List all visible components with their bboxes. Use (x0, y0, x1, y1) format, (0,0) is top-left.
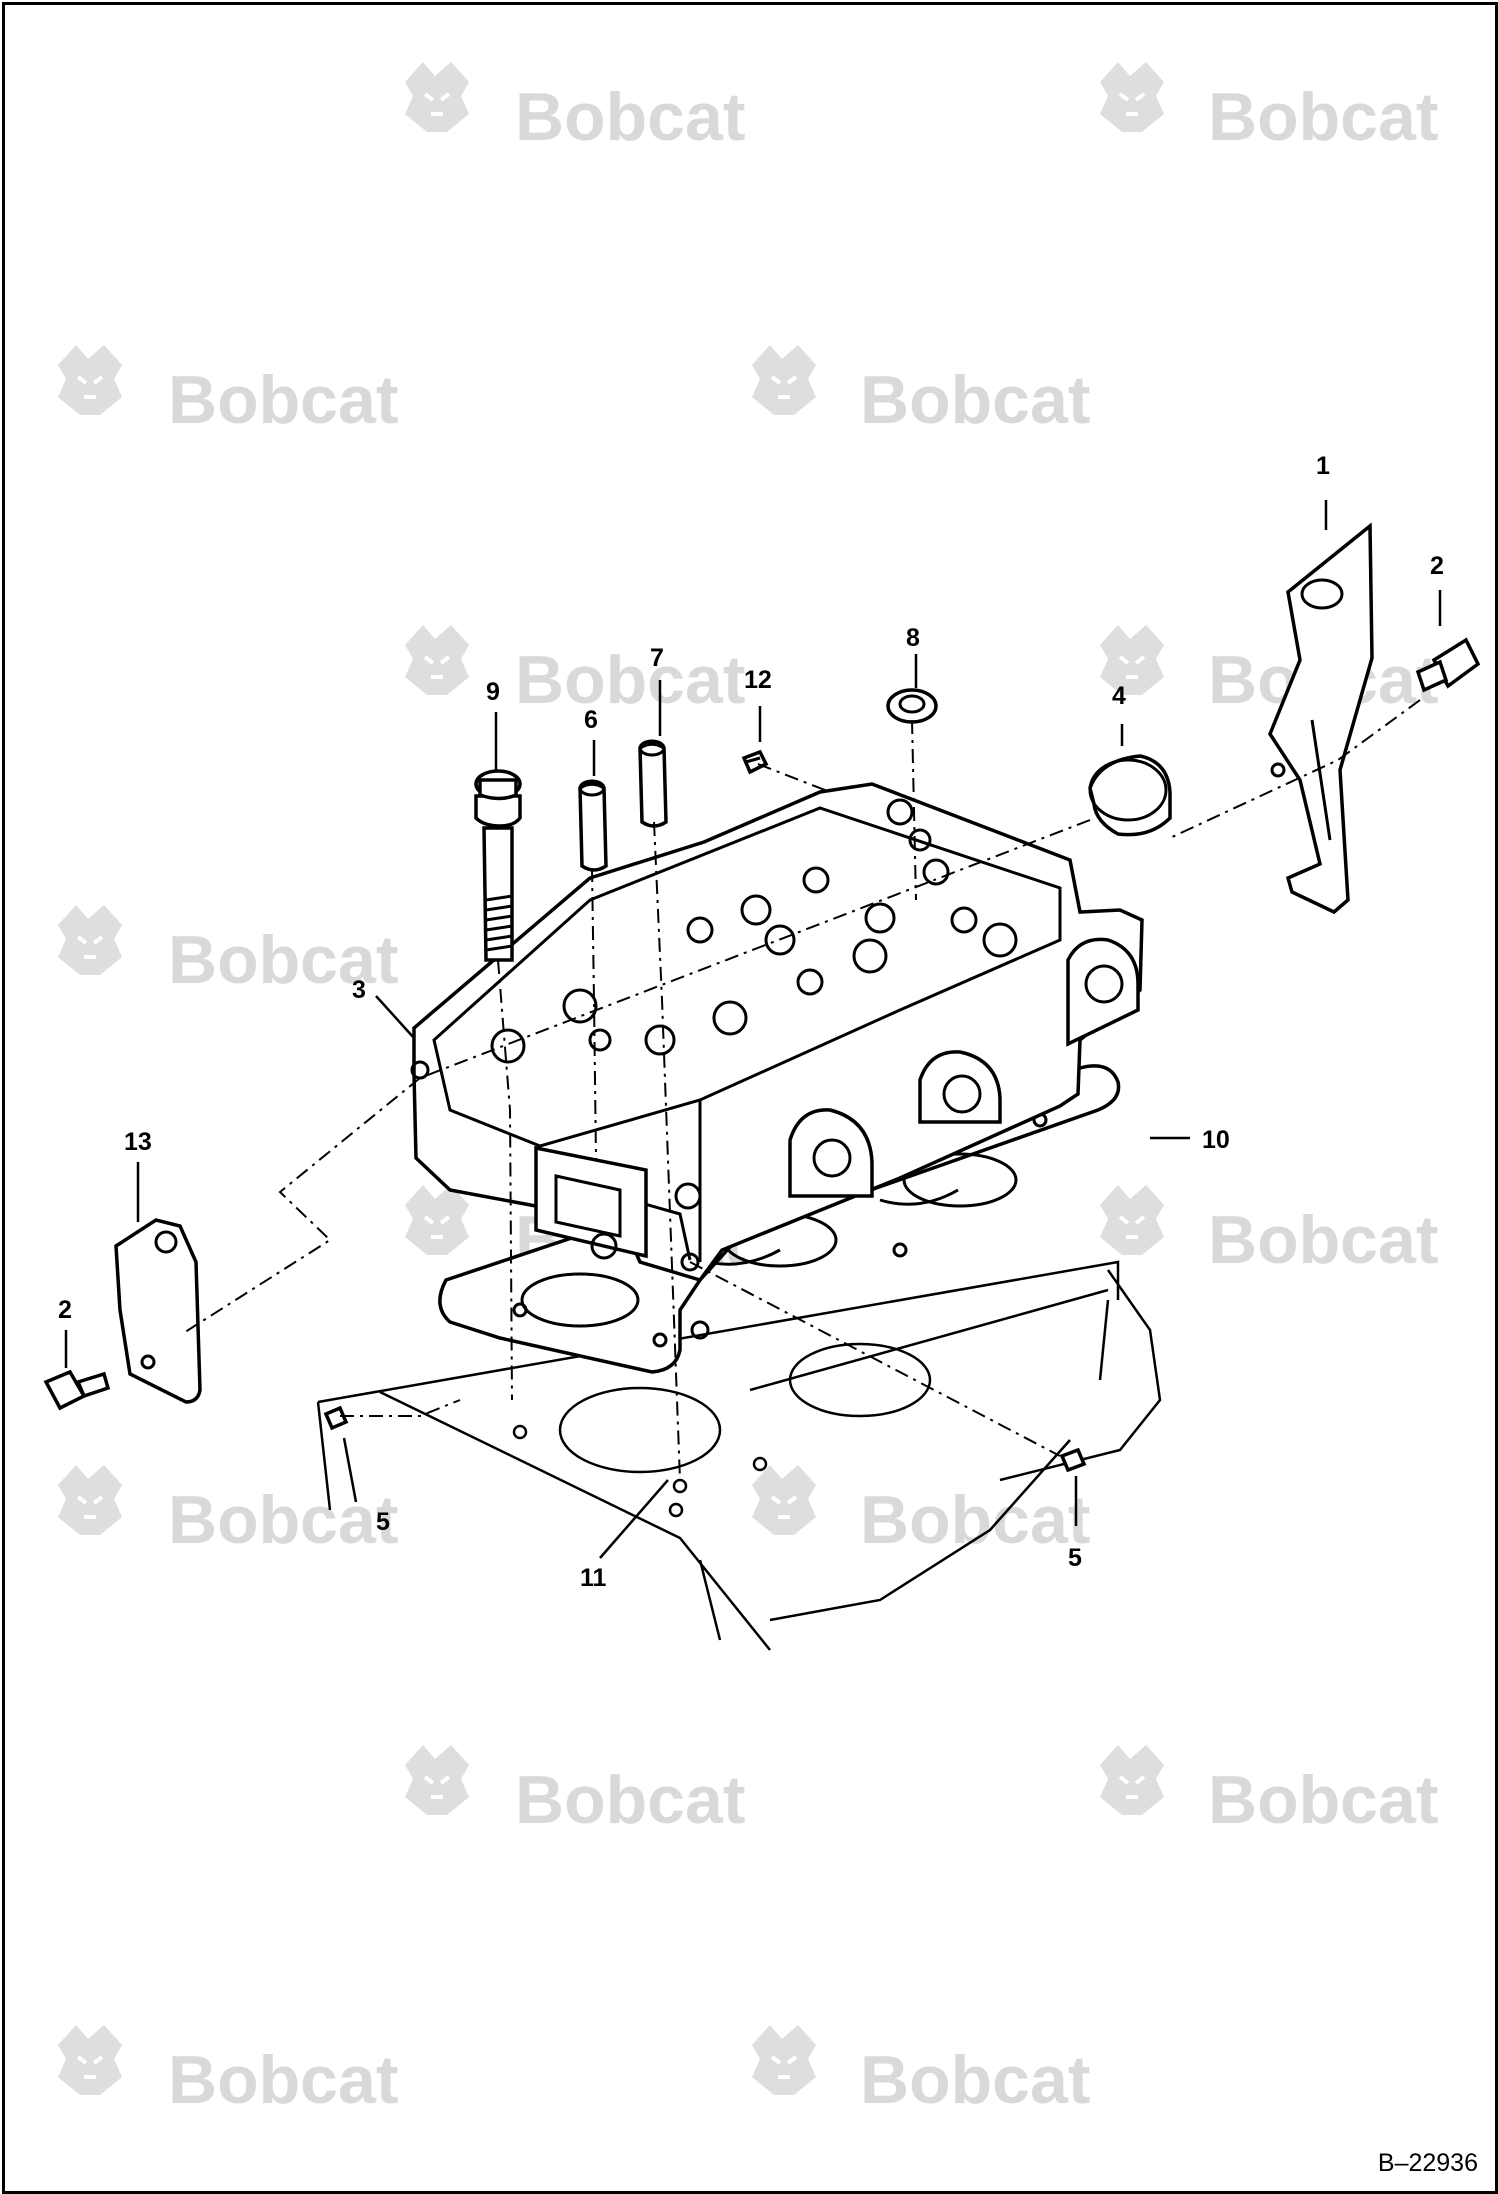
assembly-center-lines (181, 699, 1421, 1481)
callout-9: 9 (486, 678, 500, 706)
watermark-text: Bobcat (1208, 1202, 1438, 1278)
callout-labels: 1 2 2 3 4 5 5 6 7 8 9 10 11 12 13 (58, 452, 1444, 1592)
watermark-text: Bobcat (168, 362, 398, 438)
watermark-logo-icon (750, 1463, 818, 1537)
callout-3: 3 (352, 976, 366, 1004)
watermark-text: Bobcat (860, 362, 1090, 438)
watermark-text: Bobcat (515, 642, 745, 718)
watermark-text: Bobcat (860, 1482, 1090, 1558)
watermark-text: Bobcat (515, 1762, 745, 1838)
head-bolt-9 (474, 769, 522, 962)
callout-10: 10 (1202, 1126, 1230, 1154)
watermark-text: Bobcat (1208, 1762, 1438, 1838)
figure-id: B–22936 (1377, 2149, 1478, 2177)
watermark-logo-icon (1098, 623, 1166, 697)
bracket-13 (114, 1218, 202, 1404)
watermark-text: Bobcat (860, 2042, 1090, 2118)
watermark-text: Bobcat (168, 922, 398, 998)
engine-block (316, 1260, 1162, 1651)
callout-5-right: 5 (1068, 1544, 1082, 1572)
watermark-logo-icon (1098, 1743, 1166, 1817)
seal-8 (886, 688, 938, 724)
watermark-logo-icon (1098, 1183, 1166, 1257)
dowel-5-left (323, 1405, 349, 1431)
watermark-logo-icon (56, 903, 124, 977)
bolt-2-left (43, 1369, 111, 1411)
watermark-logo-icon (750, 2023, 818, 2097)
callout-4: 4 (1112, 682, 1126, 710)
watermark-logo-icon (403, 1743, 471, 1817)
bolt-2-right (1415, 637, 1481, 693)
plug-cap-4 (1088, 754, 1172, 837)
watermark-logo-icon (403, 60, 471, 134)
callout-2-right: 2 (1430, 552, 1444, 580)
watermark-logo-icon (403, 1183, 471, 1257)
dowel-5-right (1059, 1447, 1087, 1473)
callout-8: 8 (906, 624, 920, 652)
cylinder-head-3 (410, 782, 1144, 1283)
callout-12: 12 (744, 666, 772, 694)
watermark-logo-icon (1098, 60, 1166, 134)
callout-5-left: 5 (376, 1508, 390, 1536)
valve-guide-6 (578, 779, 608, 872)
valve-guide-7 (638, 739, 668, 828)
bracket-1 (1268, 522, 1374, 915)
watermark-logo-icon (56, 1463, 124, 1537)
watermark-text: Bobcat (168, 1482, 398, 1558)
callout-6: 6 (584, 706, 598, 734)
watermark-text: Bobcat (515, 79, 745, 155)
callout-13: 13 (124, 1128, 152, 1156)
callout-1: 1 (1316, 452, 1330, 480)
watermark-logo-icon (403, 623, 471, 697)
callout-11: 11 (580, 1564, 607, 1592)
watermark-logo-icon (56, 343, 124, 417)
callout-2-left: 2 (58, 1296, 72, 1324)
watermark-logo-icon (56, 2023, 124, 2097)
watermark-text: Bobcat (1208, 79, 1438, 155)
plug-12 (741, 749, 769, 775)
leader-lines (64, 500, 1442, 1559)
watermark-text: Bobcat (168, 2042, 398, 2118)
watermark-logo-icon (750, 343, 818, 417)
callout-7: 7 (650, 644, 664, 672)
